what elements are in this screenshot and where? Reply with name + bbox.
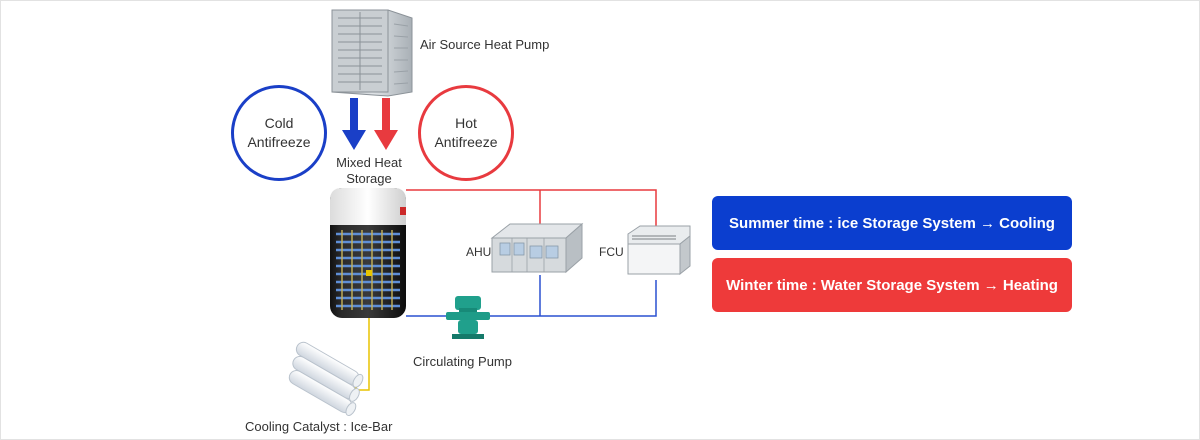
summer-mode-badge: Summer time : ice Storage System → Cooli… (712, 196, 1072, 250)
storage-label-line2: Storage (346, 171, 392, 186)
catalyst-label: Cooling Catalyst : Ice-Bar (245, 419, 393, 434)
storage-label-line1: Mixed Heat (336, 155, 402, 170)
pump-label: Circulating Pump (413, 354, 512, 369)
ice-bar-catalyst (288, 341, 364, 416)
hot-label-line2: Antifreeze (434, 134, 498, 150)
cold-flow-arrow (342, 98, 366, 150)
cold-label-line1: Cold (264, 115, 294, 131)
fcu-unit (627, 225, 691, 276)
heat-pump-unit (331, 9, 413, 97)
hot-label-line1: Hot (455, 115, 477, 131)
ahu-unit (490, 222, 584, 274)
hot-antifreeze-circle: Hot Antifreeze (418, 85, 514, 181)
hot-piping (406, 189, 657, 232)
ahu-label: AHU (466, 245, 492, 259)
storage-tank (330, 188, 406, 318)
cold-label-line2: Antifreeze (247, 134, 311, 150)
storage-label: Mixed Heat Storage (328, 155, 410, 187)
heat-pump-label: Air Source Heat Pump (420, 37, 550, 52)
circulating-pump (446, 296, 490, 339)
return-piping (406, 275, 657, 317)
fcu-label: FCU (599, 245, 624, 259)
winter-mode-badge: Winter time : Water Storage System → Hea… (712, 258, 1072, 312)
hot-flow-arrow (374, 98, 398, 150)
cold-antifreeze-circle: Cold Antifreeze (231, 85, 327, 181)
